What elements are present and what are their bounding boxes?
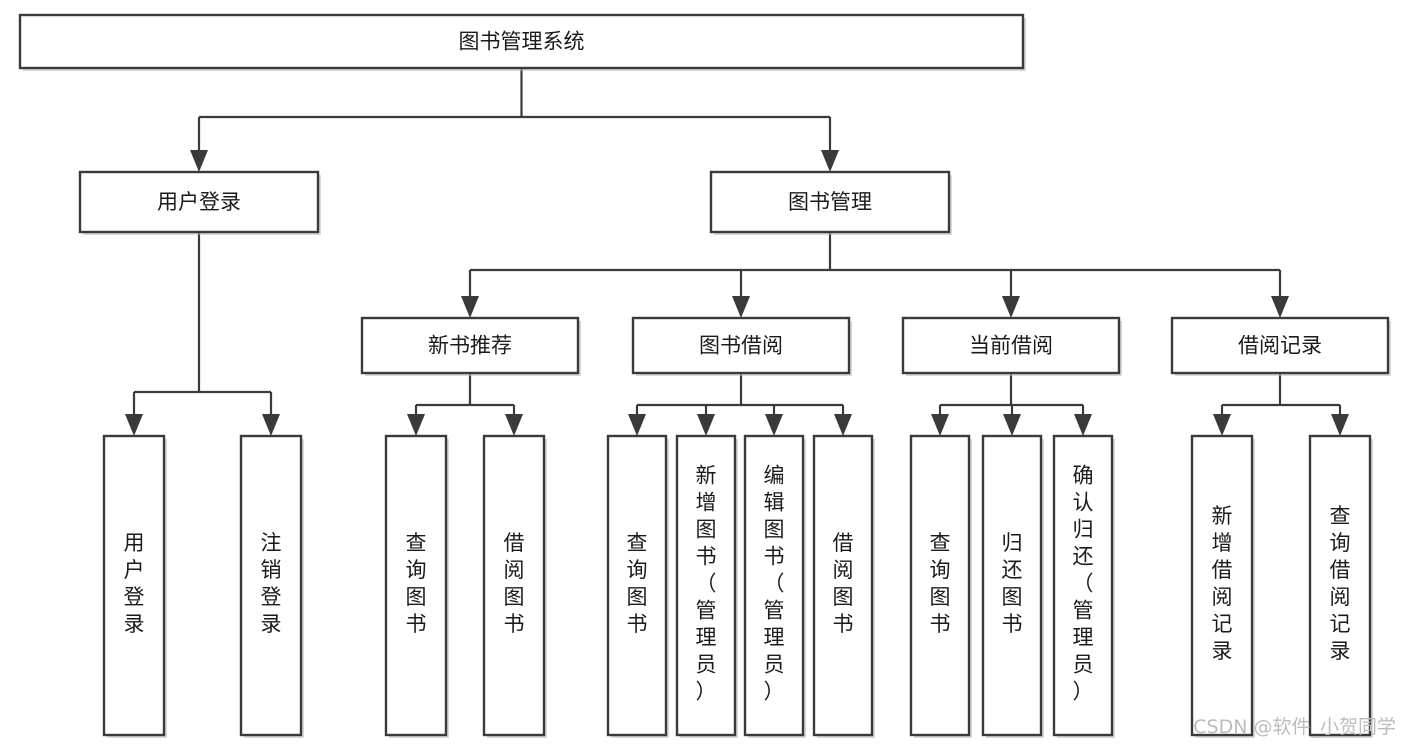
node-leaf-edit-book[interactable]: 编辑图书（管理员） (743, 434, 806, 738)
connector-record-to-leaves (1213, 373, 1349, 436)
connector-arrowhead (697, 414, 715, 436)
node-label: 新增借阅记录 (1212, 504, 1233, 663)
node-new-book-recommend[interactable]: 新书推荐 (360, 316, 581, 376)
node-box[interactable] (675, 434, 737, 737)
connector-arrowhead (732, 296, 750, 318)
node-leaf-return-book[interactable]: 归还图书 (981, 434, 1044, 738)
node-box[interactable] (709, 170, 951, 234)
connector-borrow-to-leaves (628, 373, 852, 436)
node-leaf-logout[interactable]: 注销登录 (239, 434, 304, 738)
node-box[interactable] (360, 316, 580, 375)
connector-arrowhead (461, 296, 479, 318)
connector-arrowhead (190, 150, 208, 172)
node-label: 新书推荐 (428, 334, 512, 358)
node-label: 查询图书 (406, 531, 427, 636)
node-box[interactable] (239, 434, 303, 737)
node-label: 图书借阅 (699, 334, 783, 358)
node-borrow-record[interactable]: 借阅记录 (1170, 316, 1391, 376)
connector-arrowhead (1331, 414, 1349, 436)
connector-user-login-to-leaves (125, 232, 280, 436)
node-box[interactable] (102, 434, 166, 737)
nodes-layer: 图书管理系统用户登录图书管理新书推荐图书借阅当前借阅借阅记录用户登录注销登录查询… (18, 13, 1391, 738)
node-box[interactable] (1170, 316, 1390, 375)
connector-recommend-to-leaves (407, 373, 523, 436)
connector-arrowhead (931, 414, 949, 436)
node-label: 注销登录 (261, 531, 282, 636)
node-label: 查询图书 (930, 531, 951, 636)
node-box[interactable] (743, 434, 805, 737)
node-label: 查询借阅记录 (1330, 504, 1351, 663)
connector-arrowhead (1003, 414, 1021, 436)
connector-arrowhead (1213, 414, 1231, 436)
node-leaf-add-book[interactable]: 新增图书（管理员） (675, 434, 738, 738)
node-user-login[interactable]: 用户登录 (78, 170, 321, 235)
node-box[interactable] (812, 434, 874, 737)
node-label: 图书管理系统 (459, 30, 585, 54)
connector-arrowhead (821, 150, 839, 172)
node-label: 借阅图书 (504, 531, 525, 636)
connector-arrowhead (262, 414, 280, 436)
node-box[interactable] (901, 316, 1121, 375)
node-label: 当前借阅 (969, 334, 1053, 358)
node-box[interactable] (18, 13, 1025, 70)
node-label: 图书管理 (788, 190, 872, 214)
node-label: 借阅图书 (833, 531, 854, 636)
node-book-manage[interactable]: 图书管理 (709, 170, 952, 235)
node-leaf-borrow-book[interactable]: 借阅图书 (812, 434, 875, 738)
node-box[interactable] (909, 434, 971, 737)
node-label: 查询图书 (627, 531, 648, 636)
node-box[interactable] (1308, 434, 1372, 737)
node-current-borrow[interactable]: 当前借阅 (901, 316, 1122, 376)
node-label: 用户登录 (157, 190, 241, 214)
connector-arrowhead (628, 414, 646, 436)
node-label: 归还图书 (1002, 531, 1023, 636)
node-leaf-query-book-current[interactable]: 查询图书 (909, 434, 972, 738)
connector-arrowhead (125, 414, 143, 436)
node-leaf-query-borrow-record[interactable]: 查询借阅记录 (1308, 434, 1373, 738)
node-root[interactable]: 图书管理系统 (18, 13, 1026, 71)
csdn-watermark: CSDN @软件_小贺同学 (1193, 716, 1396, 738)
connector-arrowhead (1074, 414, 1092, 436)
node-leaf-add-borrow-record[interactable]: 新增借阅记录 (1190, 434, 1255, 738)
node-box[interactable] (1052, 434, 1114, 737)
connector-arrowhead (765, 414, 783, 436)
node-box[interactable] (631, 316, 851, 375)
node-book-borrow[interactable]: 图书借阅 (631, 316, 852, 376)
node-leaf-borrow-book-recommend[interactable]: 借阅图书 (482, 434, 547, 738)
connector-arrowhead (407, 414, 425, 436)
node-box[interactable] (981, 434, 1043, 737)
connector-root-to-level2 (190, 68, 839, 172)
connector-current-to-leaves (931, 373, 1092, 436)
edges-layer (125, 68, 1349, 436)
node-label: 新增图书（管理员） (696, 464, 717, 704)
connector-arrowhead (834, 414, 852, 436)
node-leaf-query-book-recommend[interactable]: 查询图书 (384, 434, 449, 738)
node-box[interactable] (606, 434, 668, 737)
node-box[interactable] (384, 434, 448, 737)
node-leaf-confirm-return[interactable]: 确认归还（管理员） (1052, 434, 1115, 738)
connector-book-manage-to-level3 (461, 232, 1289, 318)
node-leaf-user-login[interactable]: 用户登录 (102, 434, 167, 738)
connector-arrowhead (1002, 296, 1020, 318)
node-box[interactable] (1190, 434, 1254, 737)
node-box[interactable] (78, 170, 320, 234)
node-label: 借阅记录 (1238, 334, 1322, 358)
node-label: 编辑图书（管理员） (764, 464, 785, 704)
node-box[interactable] (482, 434, 546, 737)
node-label: 用户登录 (124, 531, 145, 636)
node-label: 确认归还（管理员） (1073, 464, 1094, 704)
connector-arrowhead (505, 414, 523, 436)
node-leaf-query-book-borrow[interactable]: 查询图书 (606, 434, 669, 738)
connector-arrowhead (1271, 296, 1289, 318)
